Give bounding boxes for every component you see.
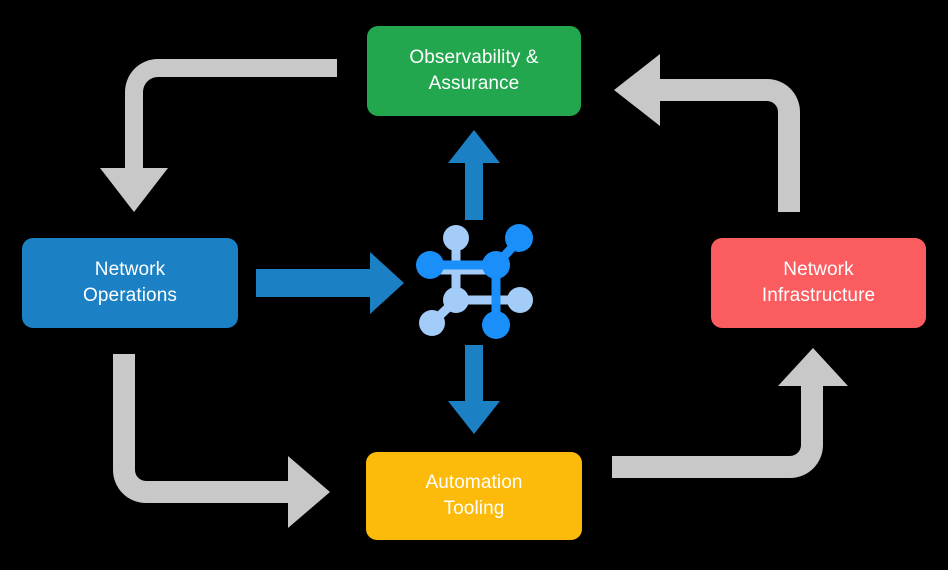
box-network-operations[interactable]: Network Operations (22, 238, 238, 328)
arrow-observability-to-operations (100, 59, 337, 212)
arrow-operations-to-automation (113, 354, 330, 528)
arrow-automation-to-infrastructure (612, 348, 848, 478)
topology-nodes-light (419, 225, 533, 336)
arrow-infrastructure-to-observability (614, 54, 800, 212)
box-network-infrastructure[interactable]: Network Infrastructure (711, 238, 926, 328)
arrow-center-to-observability (448, 130, 500, 220)
box-automation-tooling[interactable]: Automation Tooling (366, 452, 582, 540)
box-network-operations-label: Network Operations (83, 259, 177, 306)
arrow-operations-to-center (256, 252, 404, 314)
box-network-infrastructure-label: Network Infrastructure (761, 259, 876, 306)
topology-nodes-dark (416, 224, 533, 339)
box-observability-label: Observability & Assurance (409, 47, 539, 94)
box-observability[interactable]: Observability & Assurance (367, 26, 581, 116)
arrow-center-to-automation (448, 345, 500, 434)
box-automation-tooling-label: Automation Tooling (425, 472, 523, 519)
